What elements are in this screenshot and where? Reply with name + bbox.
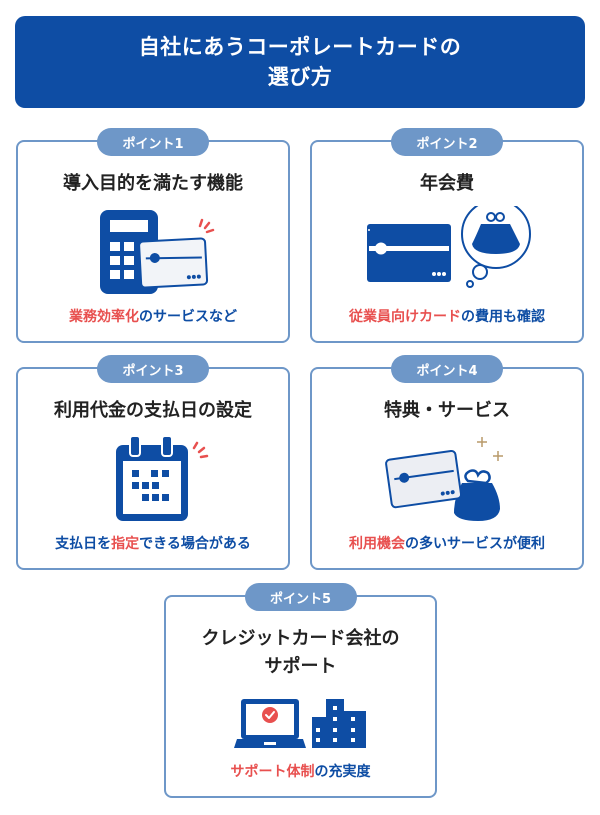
caption-text: できる場合がある <box>139 536 251 552</box>
point-caption: 従業員向けカードの費用も確認 <box>312 306 582 326</box>
caption-text: の充実度 <box>314 764 371 780</box>
calendar-icon <box>116 435 209 521</box>
point-title: 特典・サービス <box>384 400 510 421</box>
calculator-and-card-icon <box>100 210 215 294</box>
page-title-line2: 選び方 <box>267 65 333 89</box>
caption-text: 支払日を <box>55 536 112 552</box>
title-banner: 自社にあうコーポレートカードの 選び方 <box>15 16 585 108</box>
point-caption: 業務効率化のサービスなど <box>18 306 288 326</box>
point-badge: ポイント1 <box>97 128 209 156</box>
caption-highlight: 指定 <box>111 536 140 552</box>
point-badge: ポイント2 <box>391 128 503 156</box>
point-card-1: ポイント1 導入目的を満たす機能 業務効率化のサービスなど <box>16 128 290 343</box>
point-badge: ポイント4 <box>391 355 503 383</box>
point-card-4: ポイント4 特典・サービス 利用機会の多いサービスが便利 <box>310 355 584 570</box>
caption-highlight: 業務効率化 <box>69 309 139 325</box>
point-title: 利用代金の支払日の設定 <box>54 400 252 421</box>
caption-highlight: 利用機会 <box>349 536 405 552</box>
point-card-3: ポイント3 利用代金の支払日の設定 支払日を指定できる場合がある <box>16 355 290 570</box>
caption-text: の費用も確認 <box>461 309 545 325</box>
point-caption: 支払日を指定できる場合がある <box>18 533 288 553</box>
point-caption: サポート体制の充実度 <box>166 761 435 781</box>
caption-highlight: 従業員向けカード <box>349 309 461 325</box>
card-and-purse-thought-icon <box>367 206 531 288</box>
caption-text: のサービスなど <box>139 309 237 325</box>
caption-text: の多いサービスが便利 <box>405 536 545 552</box>
point-badge: ポイント5 <box>244 583 357 611</box>
point-caption: 利用機会の多いサービスが便利 <box>312 533 582 553</box>
point-card-2: ポイント2 年会費 従業員向けカードの費用も確認 <box>310 128 584 343</box>
point-title: 導入目的を満たす機能 <box>63 173 243 194</box>
card-and-purse-sparkle-icon <box>385 437 503 521</box>
point-title-line2: サポート <box>264 656 337 677</box>
caption-highlight: サポート体制 <box>230 764 315 780</box>
laptop-check-and-building-icon <box>234 699 366 748</box>
point-title-line1: クレジットカード会社の <box>201 628 400 649</box>
page-title-line1: 自社にあうコーポレートカードの <box>138 35 462 59</box>
point-title: 年会費 <box>420 173 474 194</box>
point-card-5: ポイント5 クレジットカード会社の サポート サポート体制の充実度 <box>164 583 437 798</box>
point-badge: ポイント3 <box>97 355 209 383</box>
